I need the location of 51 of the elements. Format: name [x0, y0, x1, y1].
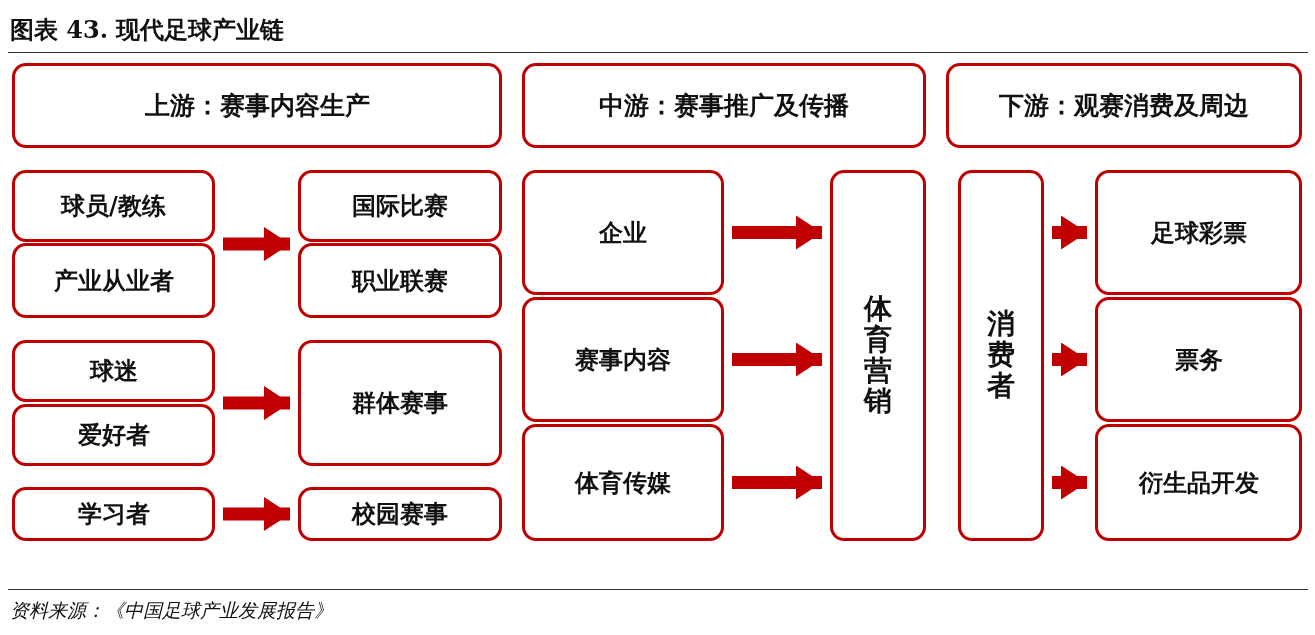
process-box — [522, 170, 724, 295]
process-box — [298, 340, 502, 466]
box-label: 中游：赛事推广及传播 — [599, 90, 849, 122]
box-label: 体育营销 — [864, 293, 892, 418]
process-box — [1095, 170, 1302, 295]
box-label: 体育传媒 — [575, 467, 671, 499]
process-box — [298, 170, 502, 242]
box-label: 群体赛事 — [352, 388, 448, 419]
box-label: 球员/教练 — [61, 191, 166, 222]
stage-header — [522, 63, 926, 148]
process-box — [522, 424, 724, 541]
process-box — [522, 297, 724, 422]
box-label: 企业 — [599, 217, 647, 249]
stage-header — [12, 63, 502, 148]
arrow — [223, 227, 290, 261]
source-note: 资料来源：《中国足球产业发展报告》 — [10, 598, 333, 623]
process-box — [298, 243, 502, 318]
arrow — [732, 342, 822, 377]
arrow — [1052, 465, 1087, 500]
box-label: 消费者 — [987, 309, 1015, 402]
figure-title: 图表 43. 现代足球产业链 — [10, 14, 285, 46]
box-label: 职业联赛 — [352, 265, 448, 297]
arrow — [223, 386, 290, 420]
box-label: 足球彩票 — [1150, 217, 1247, 249]
process-box — [12, 340, 215, 402]
box-label: 赛事内容 — [575, 344, 671, 376]
process-box — [830, 170, 926, 541]
process-box — [1095, 297, 1302, 422]
process-box — [12, 404, 215, 466]
process-box — [12, 243, 215, 318]
box-label: 上游：赛事内容生产 — [144, 90, 370, 122]
process-box — [12, 487, 215, 541]
arrow — [732, 215, 822, 250]
box-label: 产业从业者 — [53, 265, 174, 297]
arrow — [1052, 342, 1087, 377]
box-label: 下游：观赛消费及周边 — [999, 90, 1249, 122]
process-box — [958, 170, 1044, 541]
box-label: 衍生品开发 — [1138, 467, 1259, 499]
arrow — [1052, 215, 1087, 250]
box-label: 学习者 — [77, 499, 150, 530]
process-box — [12, 170, 215, 242]
box-label: 爱好者 — [77, 420, 150, 451]
process-box — [298, 487, 502, 541]
process-box — [1095, 424, 1302, 541]
box-label: 校园赛事 — [352, 499, 448, 530]
stage-header — [946, 63, 1302, 148]
arrow — [223, 497, 290, 531]
box-label: 国际比赛 — [352, 191, 448, 222]
box-label: 球迷 — [89, 356, 138, 387]
arrow — [732, 465, 822, 500]
box-label: 票务 — [1174, 344, 1223, 376]
